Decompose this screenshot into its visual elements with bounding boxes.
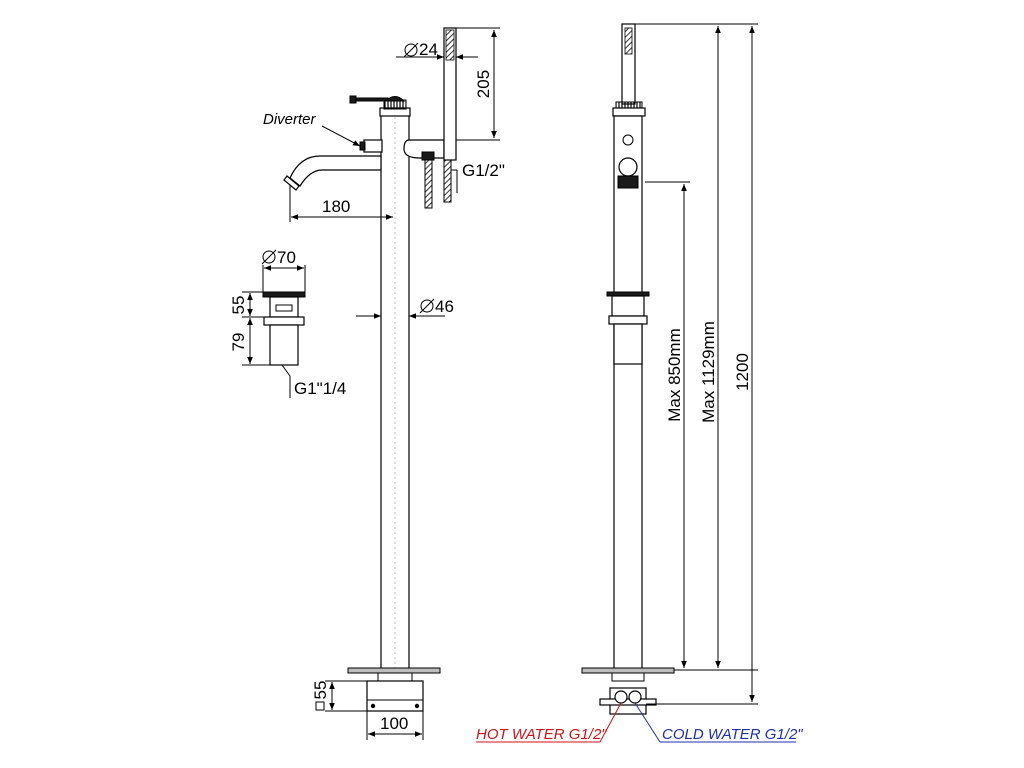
hose-left (424, 157, 433, 209)
side-floor-flange (581, 667, 675, 674)
hot-inlet (614, 690, 628, 704)
dim-d24: 24 (419, 40, 438, 59)
label-g1-14: G1"1/4 (294, 379, 346, 398)
front-base-box (366, 680, 424, 712)
dim-max850: Max 850mm (665, 328, 684, 422)
side-view (581, 23, 675, 715)
label-g12-hose: G1/2" (462, 161, 505, 180)
front-column (380, 111, 410, 671)
front-handle-dome (384, 96, 406, 102)
dim-d70: 70 (277, 248, 296, 267)
label-cold-water: COLD WATER G1/2" (662, 726, 803, 743)
front-floor-flange (347, 667, 441, 674)
label-hot-water: HOT WATER G1/2" (476, 726, 607, 743)
dim-h205: 205 (474, 70, 493, 98)
front-view (262, 27, 457, 712)
dim-h1200: 1200 (733, 353, 752, 391)
diverter-knob (363, 139, 383, 153)
label-diverter: Diverter (263, 111, 317, 128)
dim-w100: 100 (380, 714, 408, 733)
front-lever-tip (349, 95, 357, 104)
waste-drawing (262, 291, 306, 366)
dim-d46: 46 (435, 297, 454, 316)
front-dimensions: 24 205 Diverter G1/2" 180 70 55 79 (229, 27, 505, 740)
dim-h55-waste: 55 (229, 296, 248, 315)
side-column (613, 115, 643, 671)
spout (289, 155, 382, 187)
cold-inlet (628, 690, 642, 704)
dim-w180: 180 (322, 197, 350, 216)
dim-sq55: 55 (311, 681, 330, 700)
dim-max1129: Max 1129mm (699, 321, 718, 423)
front-lever (351, 97, 389, 102)
dim-h79: 79 (229, 333, 248, 352)
hose-right (443, 159, 452, 203)
side-dimensions: Max 850mm Max 1129mm 1200 HOT WATER G1/2… (476, 23, 803, 743)
